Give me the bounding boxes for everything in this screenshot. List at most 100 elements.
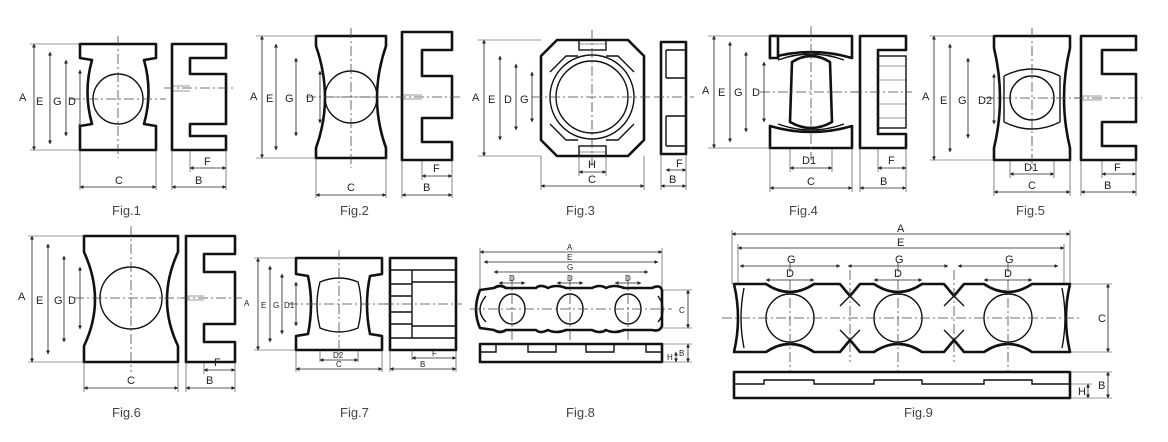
figure-7: A E G D1 D2 C F B [244,250,462,372]
fig5-core-side [1079,34,1138,162]
figure-8: A E G D D D C H B [470,243,692,364]
fig9-label-d-3: D [1004,268,1012,280]
fig3-label-c: C [588,174,596,186]
fig9-label-b: B [1098,380,1105,392]
fig6-label-e: E [36,295,43,307]
fig3-label-f: F [676,158,683,170]
fig2-core-side [400,30,454,162]
figure-3: A E D G H C F B [472,30,694,190]
fig7-label-c: C [336,360,342,369]
fig4-core-side [858,34,908,150]
fig3-core-side [659,40,688,156]
fig3-label-e: E [488,94,495,106]
fig4-label-d1: D1 [802,155,816,167]
fig2-label-a: A [250,91,258,103]
fig2-label-c: C [347,182,355,194]
fig8-caption: Fig.8 [566,405,595,420]
fig5-label-f: F [1114,162,1121,174]
fig1-caption: Fig.1 [112,203,141,218]
fig5-label-e: E [940,95,947,107]
figure-5: A E G D2 D1 C F B [922,28,1142,196]
fig2-label-g: G [285,93,294,105]
fig2-label-d: D [306,93,314,105]
fig8-label-d-3: D [625,274,631,283]
fig6-label-f: F [214,357,221,369]
fig1-core-side [170,42,228,152]
fig1-label-g: G [53,96,62,108]
fig9-label-e: E [897,237,904,249]
fig1-label-d: D [68,96,76,108]
fig3-label-h: H [588,159,596,171]
fig5-label-c: C [1028,180,1036,192]
fig8-label-c: C [679,306,685,315]
fig1-label-e: E [36,96,43,108]
figure-9: A E G G G D D D C H B [722,223,1112,400]
fig9-label-d-2: D [894,268,902,280]
fig4-label-e: E [718,87,725,99]
fig8-label-b: B [679,349,684,358]
fig5-label-d2: D2 [978,95,992,107]
fig3-caption: Fig.3 [566,203,595,218]
fig3-label-a: A [472,92,480,104]
fig7-label-d1: D1 [284,301,295,310]
fig3-core-front [539,38,646,158]
fig2-label-f: F [433,163,440,175]
fig4-label-b: B [880,176,887,188]
fig8-label-d-1: D [509,274,515,283]
fig5-label-b: B [1104,180,1111,192]
fig7-label-f: F [432,349,437,358]
fig9-label-c: C [1098,313,1106,325]
fig6-label-b: B [206,375,213,387]
fig6-core-side [184,234,237,364]
fig7-caption: Fig.7 [340,405,369,420]
fig2-label-b: B [423,182,430,194]
fig6-label-a: A [18,291,26,303]
fig9-caption: Fig.9 [904,405,933,420]
figure-1: A E G D C F B [19,36,236,190]
fig7-label-e: E [261,301,266,310]
figure-2: A E G D C F B [250,28,460,198]
fig4-label-g: G [734,87,743,99]
fig7-label-d2: D2 [333,351,344,360]
fig7-label-g: G [273,301,279,310]
fig4-label-a: A [702,85,710,97]
fig4-label-d: D [752,87,760,99]
fig1-label-b: B [195,175,202,187]
fig4-label-c: C [807,176,815,188]
fig8-label-a: A [567,243,573,252]
fig4-caption: Fig.4 [789,203,818,218]
fig3-label-d: D [504,94,512,106]
fig7-label-b: B [420,360,425,369]
fig9-core-side [732,370,1072,400]
fig8-label-h: H [667,353,673,362]
fig8-label-d-2: D [567,274,573,283]
fig5-caption: Fig.5 [1016,203,1045,218]
fig2-label-e: E [266,93,273,105]
fig6-label-g: G [54,295,63,307]
fig6-label-c: C [127,375,135,387]
fig8-label-g: G [567,263,573,272]
fig5-label-d1: D1 [1024,162,1038,174]
fig7-label-a: A [244,299,250,308]
fig5-label-g: G [958,95,967,107]
figure-4: A E G D D1 C F B [702,26,912,192]
fig3-label-b: B [669,174,676,186]
fig1-label-a: A [19,92,27,104]
fig3-label-g: G [520,94,529,106]
figure-6: A E G D C F B [18,226,242,392]
fig8-core-side [478,342,664,364]
fig6-label-d: D [68,295,76,307]
fig1-label-f: F [204,156,211,168]
fig9-label-d-1: D [786,268,794,280]
fig9-label-h: H [1078,386,1086,398]
fig1-label-c: C [115,175,123,187]
fig4-label-f: F [888,155,895,167]
fig6-caption: Fig.6 [112,405,141,420]
fig9-label-g-3: G [1005,254,1014,266]
fig9-label-g-2: G [895,254,904,266]
fig8-label-e: E [567,253,572,262]
fig7-center-post [316,277,362,333]
fig5-label-a: A [922,91,930,103]
